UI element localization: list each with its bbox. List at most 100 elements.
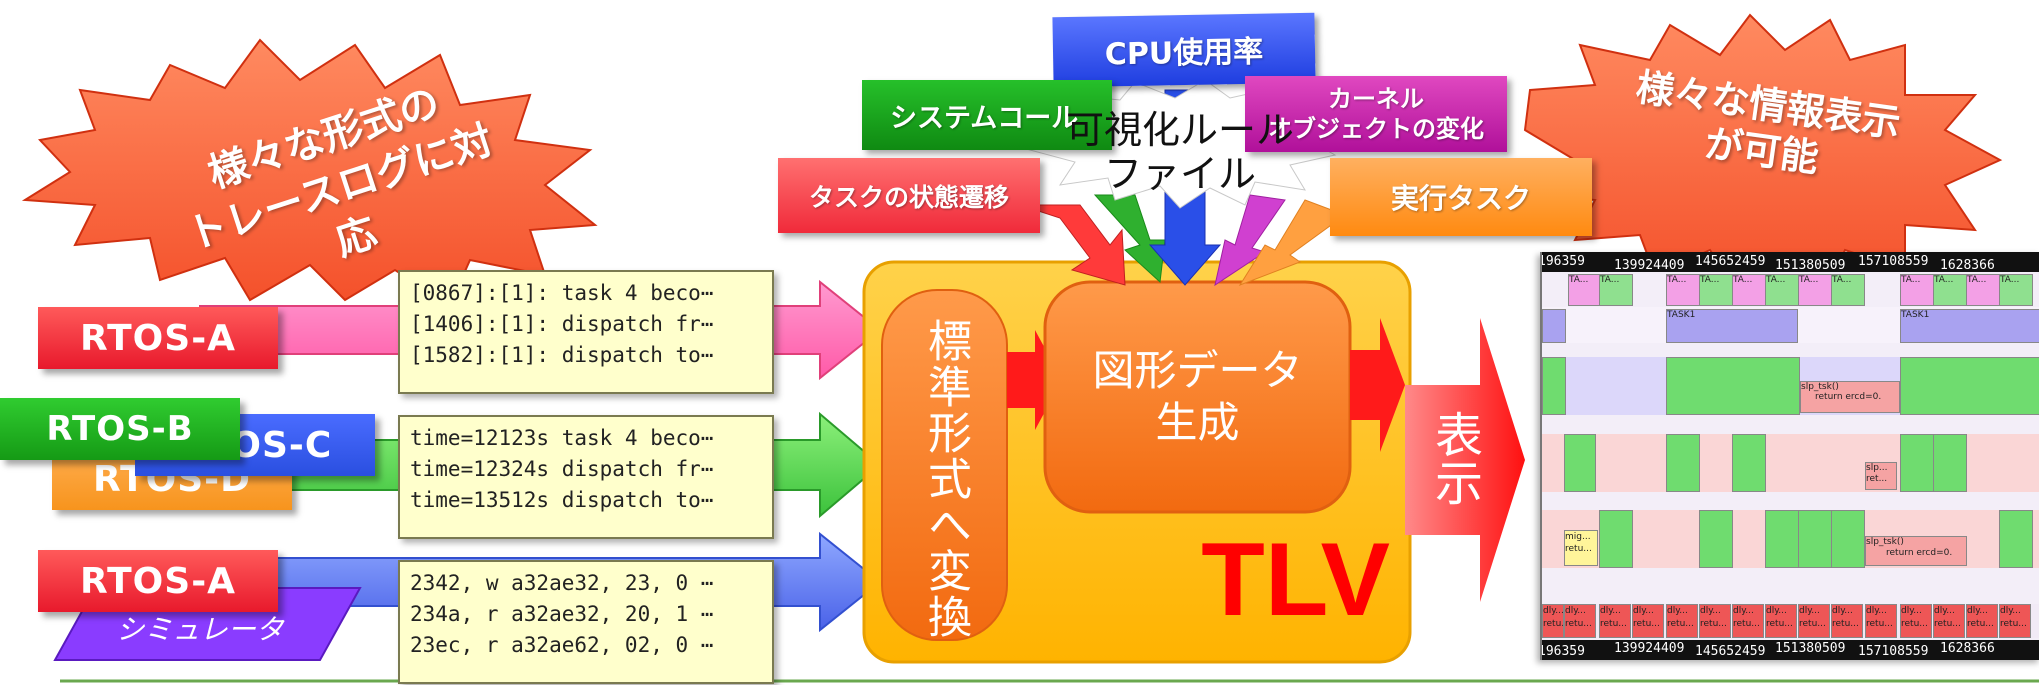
- log-line: [1406]:[1]: dispatch fr⋯: [410, 312, 714, 336]
- timeline-bar: [1542, 357, 1566, 415]
- timeline-cell: TA...: [1999, 274, 2033, 306]
- timeline-cell: dly... retu...: [1599, 604, 1631, 638]
- display-label: 表示: [1426, 410, 1482, 506]
- dly-label: dly...: [1633, 606, 1654, 616]
- call-label: slp_tsk(): [1801, 382, 1839, 392]
- timeline-cell: dly... retu...: [1564, 604, 1596, 638]
- log-line: time=12123s task 4 beco⋯: [410, 426, 714, 450]
- arrow-display: [1405, 318, 1525, 602]
- ret-label: retu...: [1766, 619, 1793, 629]
- source-rtos-a-1: RTOS-A: [38, 307, 278, 369]
- timeline-bar: [1900, 357, 2039, 415]
- tick-label: 151380509: [1775, 258, 1846, 273]
- tick-label: 139924409: [1614, 258, 1685, 273]
- banner-kernel-label: カーネル オブジェクトの変化: [1268, 85, 1484, 143]
- dly-label: dly...: [2000, 606, 2021, 616]
- timeline-cell: dly...retu...: [1732, 604, 1764, 638]
- timeline-row-dly: dly...retu... dly...retu... dly...retu..…: [1542, 604, 2039, 638]
- timeline-bar: [1798, 510, 1832, 568]
- simulator-label: シミュレータ: [116, 613, 284, 646]
- generate-label: 図形データ 生成: [1092, 346, 1303, 447]
- tick-label: 145652459: [1695, 644, 1766, 659]
- ret-label: retu...: [1565, 619, 1592, 629]
- timeline-bar: [1542, 309, 1566, 343]
- log-line: 23ec, r a32ae62, 02, 0 ⋯: [410, 633, 714, 657]
- return-label: return ercd=0.: [1815, 392, 1882, 402]
- ret-label: retu...: [1633, 619, 1660, 629]
- ret-label: retu...: [1600, 619, 1627, 629]
- timeline-bar: [1666, 357, 1800, 415]
- banner-running-label: 実行タスク: [1390, 182, 1531, 215]
- timeline-cell: slp_tsk() return ercd=0.: [1865, 536, 1967, 566]
- timeline-cell: TA...: [1933, 274, 1967, 306]
- tick-label: 139924409: [1614, 641, 1685, 656]
- timeline-cell: dly...retu...: [1666, 604, 1698, 638]
- banner-cpu-label: CPU使用率: [1104, 34, 1264, 73]
- dly-label: dly...: [1543, 606, 1564, 616]
- log-box-2: time=12123s task 4 beco⋯ time=12324s dis…: [398, 415, 774, 539]
- return-label: return ercd=0.: [1886, 548, 1953, 558]
- timeline-cell: TA...: [1765, 274, 1799, 306]
- ret-label: retu...: [1543, 619, 1564, 629]
- dly-label: dly...: [1866, 606, 1887, 616]
- timeline-bottom-ruler: 196359 139924409 145652459 151380509 157…: [1542, 640, 2039, 660]
- timeline-bar: [1699, 510, 1733, 568]
- tick-label: 145652459: [1695, 254, 1766, 269]
- timeline-cell: TA...: [1666, 274, 1700, 306]
- tick-label: 196359: [1540, 254, 1585, 269]
- dly-label: dly...: [1901, 606, 1922, 616]
- tick-label: 157108559: [1858, 644, 1929, 659]
- dly-label: dly...: [1700, 606, 1721, 616]
- timeline-top-ruler: 196359 139924409 145652459 151380509 157…: [1540, 252, 2039, 273]
- timeline-cell: TASK1: [1666, 309, 1798, 343]
- timeline-cell: TASK1: [1900, 309, 2039, 343]
- arrow-generate-out: [1350, 318, 1405, 452]
- ret-label: retu...: [1866, 619, 1893, 629]
- timeline-cell: dly... retu...: [1699, 604, 1731, 638]
- log-line: [1582]:[1]: dispatch to⋯: [410, 343, 714, 367]
- timeline-bar: [1933, 434, 1967, 492]
- ret-label: retu...: [1667, 619, 1694, 629]
- dly-label: dly...: [1832, 606, 1853, 616]
- timeline-row-3: slp_tsk() return ercd=0.: [1542, 357, 2039, 415]
- tick-label: 196359: [1540, 644, 1585, 659]
- timeline-bar: [1599, 510, 1633, 568]
- dly-label: dly...: [1766, 606, 1787, 616]
- timeline-bar: [1732, 434, 1766, 492]
- tick-label: 1628366: [1940, 641, 1995, 656]
- log-line: 2342, w a32ae32, 23, 0 ⋯: [410, 571, 714, 595]
- timeline-row-4: slp... ret...: [1542, 434, 2039, 492]
- timeline-cell: dly... retu...: [1632, 604, 1664, 638]
- tick-label: 151380509: [1775, 641, 1846, 656]
- dly-label: dly...: [1799, 606, 1820, 616]
- log-box-3: 2342, w a32ae32, 23, 0 ⋯ 234a, r a32ae32…: [398, 560, 774, 684]
- timeline-cell: TA...: [1831, 274, 1865, 306]
- timeline-cell: dly... retu...: [1831, 604, 1863, 638]
- rule-arrow-task: [1019, 204, 1126, 286]
- timeline-row-task1: TASK1 TASK1: [1542, 307, 2039, 343]
- source-rtos-a-2: RTOS-A: [38, 550, 278, 612]
- timeline-bar: [1999, 510, 2033, 568]
- ret-label: retu...: [1934, 619, 1961, 629]
- ret-label: retu...: [1832, 619, 1859, 629]
- timeline-bar: [1900, 434, 1934, 492]
- timeline-cell: dly... retu...: [1542, 604, 1564, 638]
- log-line: 234a, r a32ae32, 20, 1 ⋯: [410, 602, 714, 626]
- dly-label: dly...: [1600, 606, 1621, 616]
- dly-label: dly...: [1565, 606, 1586, 616]
- burst-left-shape: [21, 38, 598, 307]
- timeline-cell: dly...retu...: [1900, 604, 1932, 638]
- timeline-row-tasks: TA... TA... TA... TA... TA... TA... TA..…: [1542, 274, 2039, 306]
- timeline-cell: dly... retu...: [1865, 604, 1897, 638]
- log-line: [0867]:[1]: task 4 beco⋯: [410, 281, 714, 305]
- timeline-cell: TA...: [1568, 274, 1600, 306]
- banner-task-state-label: タスクの状態遷移: [808, 182, 1009, 212]
- ret-label: retu...: [2000, 619, 2027, 629]
- timeline-cell: dly...retu...: [1798, 604, 1830, 638]
- burst-right-shape: [1523, 13, 2003, 297]
- source-rtos-b: RTOS-B: [0, 398, 240, 460]
- log-line: time=13512s dispatch to⋯: [410, 488, 714, 512]
- ret-label: retu...: [1700, 619, 1727, 629]
- timeline-cell: dly... retu...: [1999, 604, 2031, 638]
- ret-label: retu...: [1967, 619, 1994, 629]
